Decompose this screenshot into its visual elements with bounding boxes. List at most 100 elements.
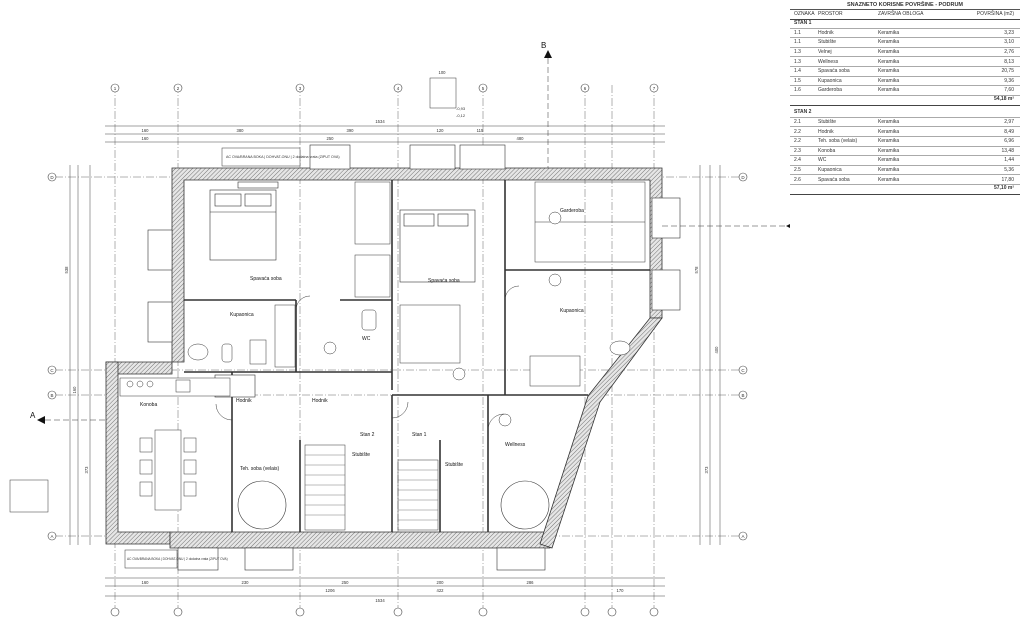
cell: Stubište [818,39,837,46]
axis-label: B [741,393,744,398]
dim-text: 422 [437,588,445,593]
dim-text: 160 [72,386,77,394]
cell: 17,80 [1001,176,1014,183]
table-header: OZNAKA PROSTOR ZAVRŠNA OBLOGA POVRŠINA (… [790,10,1020,20]
dim-text: 538 [64,266,69,274]
note-text: AC OVA/BRANA BOKA | DOHVAT-ONU | 2 dodat… [127,557,228,561]
cell: Velnej [818,49,832,56]
room-label: Hodnik [236,398,252,404]
cell: WC [818,157,827,164]
outer-wall [105,167,663,375]
cell: 20,75 [1001,68,1014,75]
dim-text: 480 [517,136,525,141]
dim-text: 250 [327,136,335,141]
cell: 2.6 [794,176,801,183]
axis-label: C [741,368,745,373]
dim-text: 250 [342,580,350,585]
cell: Hodnik [818,128,834,135]
room-label: Teh. soba (velais) [240,466,280,472]
outer-wall [539,317,663,549]
dim-text: 578 [694,266,699,274]
level-text: -0,93 [456,106,466,111]
cell: 2,97 [1004,119,1014,126]
section-title: STAN 2 [790,109,1020,118]
cell: Keramika [878,77,900,84]
cell: Keramika [878,128,900,135]
cell: 6,96 [1004,138,1014,145]
dim-text: 373 [704,466,709,474]
note-text: AC OVA/BRANA BOKA | DOHVAT-ONU | 2 dodat… [226,155,340,159]
axis-label: A [741,534,744,539]
kitchen-counter [119,377,231,397]
cell: Kupaonica [818,77,842,84]
dim-text: 160 [142,128,150,133]
col-header: PROSTOR [818,11,843,18]
cell: Keramika [878,39,900,46]
cell: Keramika [878,176,900,183]
cell: Keramika [878,138,900,145]
cell: 1.3 [794,49,801,56]
round-tub [237,480,550,530]
axis-label: A [50,534,53,539]
bed [399,209,476,283]
dim-text: 1534 [375,119,385,124]
cell: Keramika [878,49,900,56]
cell: 3,10 [1004,39,1014,46]
cell: Keramika [878,58,900,65]
dim-text: 400 [714,346,719,354]
table-row: 2.2 Teh. soba (velais) Keramika 6,96 [790,137,1020,147]
dim-text: 120 [437,128,445,133]
room-label: Garderoba [560,208,584,214]
bed [209,189,277,261]
cell: Keramika [878,167,900,174]
cell: Keramika [878,119,900,126]
room-label: Stan 2 [360,432,375,438]
wardrobe [354,181,646,364]
cell: Keramika [878,87,900,94]
cell: Garderoba [818,87,842,94]
room-label: Konoba [140,402,157,408]
cell: 9,36 [1004,77,1014,84]
section-label: B [541,41,546,50]
room-label: WC [362,336,371,342]
room-label: Stubište [352,452,370,458]
dim-text: 286 [527,580,535,585]
room-label: Spavaća soba [250,276,282,282]
room-label: Stan 1 [412,432,427,438]
axis-label: 1 [114,86,117,91]
axis-label: D [741,175,745,180]
axis-bubbles [47,83,748,617]
cell: 1.4 [794,68,801,75]
dim-text: 160 [142,136,150,141]
cell: 8,49 [1004,128,1014,135]
dim-text: 200 [437,580,445,585]
axis-label: 5 [482,86,485,91]
cell: 1.3 [794,58,801,65]
cell: 3,23 [1004,29,1014,36]
room-label: Wellness [505,442,526,448]
section-mark-a [37,224,790,424]
cell: 2.3 [794,147,801,154]
cell: 2.5 [794,167,801,174]
cell: Teh. soba (velais) [818,138,858,145]
axis-label: D [50,175,54,180]
dim-text: 373 [84,466,89,474]
axis-label: 2 [177,86,180,91]
axis-label: 6 [584,86,587,91]
cell: 5,36 [1004,167,1014,174]
room-label: Hodnik [312,398,328,404]
room-label: Kupaonica [230,312,254,318]
cell: Konoba [818,147,836,154]
bathroom-fixtures [187,211,631,427]
dim-text: 390 [347,128,355,133]
cell: 2.2 [794,138,801,145]
cell: Keramika [878,68,900,75]
